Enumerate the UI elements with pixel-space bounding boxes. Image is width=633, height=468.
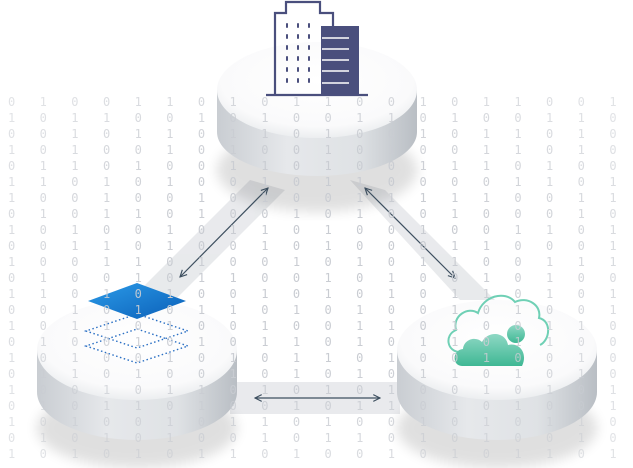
data-layers-platform[interactable] <box>37 283 237 468</box>
cloud-platform[interactable] <box>397 294 597 468</box>
enterprise-platform[interactable] <box>217 0 417 212</box>
cloud-icon <box>447 294 550 366</box>
office-building-icon <box>266 0 368 97</box>
stacked-layers-icon <box>83 283 191 364</box>
connection-arrows <box>180 188 455 398</box>
arrow-enterprise-cloud <box>365 188 455 278</box>
arrow-enterprise-data <box>180 188 268 277</box>
